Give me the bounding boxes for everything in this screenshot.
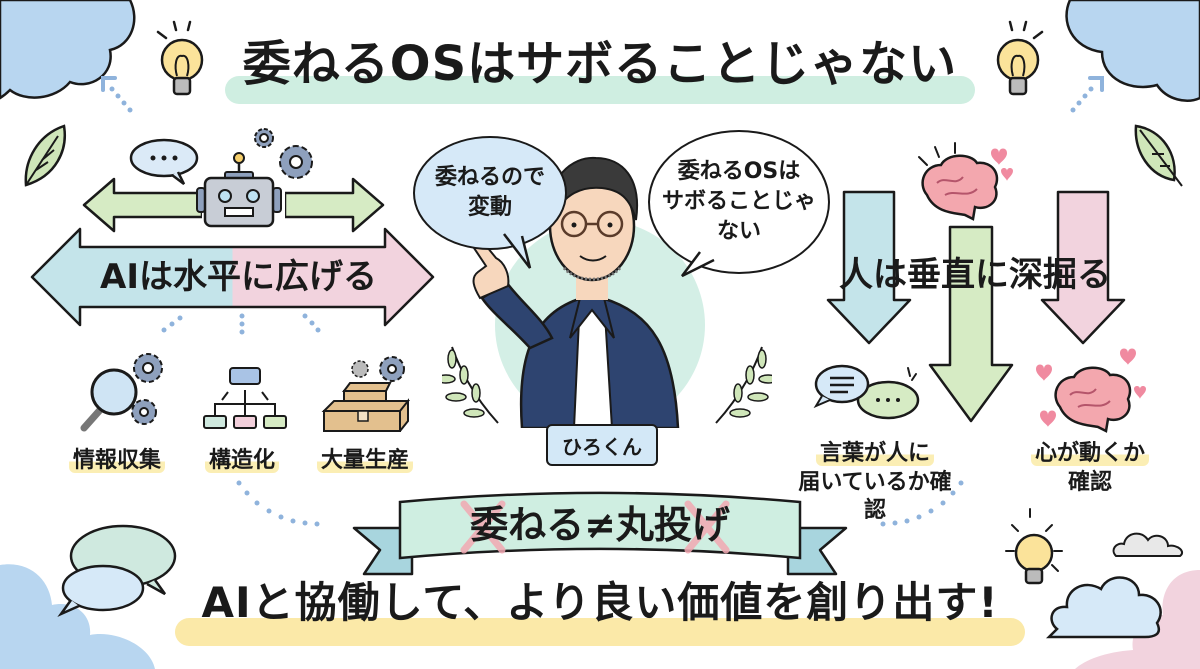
dotted-arrow-top-right-icon — [1070, 76, 1104, 113]
name-tag: ひろくん — [546, 424, 658, 466]
laurel-right-icon — [715, 346, 772, 424]
chat-bubbles-icon — [813, 364, 920, 420]
title-text: 委ねるOSはサボることじゃない — [242, 36, 958, 92]
item-label-info-gathering: 情報収集 — [52, 442, 182, 474]
dotted-arrow-top-left-icon — [101, 76, 133, 113]
dotted-arc-right — [880, 480, 964, 527]
label-line-1: 言葉が人に — [815, 441, 934, 466]
bubble-right-line-1: 委ねるOSは — [677, 159, 801, 185]
dotted-arc-left — [236, 480, 320, 527]
cloud-small-grey-icon — [1112, 532, 1184, 557]
title-highlight — [225, 76, 975, 104]
label-line-2: 届いているか確認 — [798, 469, 952, 524]
banner-text: 委ねる≠丸投げ — [470, 503, 730, 547]
cloud-small-blue-icon — [1045, 576, 1162, 639]
item-label-words-reach: 言葉が人に 届いているか確認 — [790, 440, 960, 526]
magnifier-gears-icon — [80, 353, 163, 432]
vertical-arrow-blue-icon — [826, 190, 912, 345]
cloud-top-left-icon — [0, 0, 136, 100]
small-arrow-right-icon — [285, 177, 385, 233]
page-title: 委ねるOSはサボることじゃない — [220, 36, 980, 104]
vertical-arrow-green-icon — [928, 225, 1014, 423]
lightbulb-right-icon — [996, 20, 1044, 96]
footer-text: AIと協働して、より良い価値を創り出す! — [201, 578, 999, 627]
leaf-left-icon — [24, 124, 66, 187]
speech-bubble-right: 委ねるOSは サボることじゃ ない — [648, 130, 830, 274]
ai-horizontal-heading: AIは水平に広げる — [100, 257, 377, 297]
label-line-1: 心が動くか — [1030, 441, 1149, 466]
vertical-arrow-pink-icon — [1040, 190, 1126, 345]
label-line-2: 確認 — [1067, 469, 1112, 495]
robot-speech-bubble-icon — [129, 138, 199, 185]
bubble-left-line-1: 委ねるので — [434, 165, 545, 191]
item-label-mass-production: 大量生産 — [300, 442, 430, 474]
laurel-left-icon — [442, 346, 499, 424]
item-label-heart-moves: 心が動くか 確認 — [1015, 440, 1165, 497]
lightbulb-bottom-right-icon — [1005, 508, 1063, 585]
item-label-text: 構造化 — [204, 448, 279, 473]
item-label-text: 大量生産 — [316, 448, 413, 473]
brain-hearts-top-icon — [918, 142, 1013, 221]
cloud-top-right-icon — [1065, 0, 1200, 102]
speech-bubble-right-tail — [681, 251, 715, 278]
gears-icon — [254, 128, 313, 179]
person-hirokun-illustration — [460, 156, 680, 428]
bubble-right-line-3: ない — [716, 218, 761, 244]
chat-bubbles-bottom-left-icon — [57, 524, 177, 618]
brain-hearts-icon — [1036, 348, 1146, 433]
horizontal-double-arrow-icon — [30, 227, 435, 327]
dotted-connectors-left — [161, 313, 321, 335]
ribbon-banner — [352, 491, 848, 576]
speech-bubble-left: 委ねるので 変動 — [413, 136, 567, 250]
human-vertical-heading: 人は垂直に深掘る — [839, 255, 1111, 295]
item-label-text: 情報収集 — [68, 448, 165, 473]
lightbulb-left-icon — [156, 20, 204, 96]
small-arrow-left-icon — [82, 177, 202, 233]
cloud-bottom-right-icon — [1075, 570, 1200, 669]
cloud-bottom-left-icon — [0, 564, 155, 669]
leaf-right-icon — [1134, 124, 1183, 187]
robot-icon — [196, 152, 282, 228]
boxes-gears-icon — [321, 356, 411, 432]
footer-highlight — [175, 618, 1025, 646]
item-label-structuring: 構造化 — [182, 442, 302, 474]
speech-bubble-left-tail — [503, 233, 532, 269]
bubble-left-line-2: 変動 — [467, 195, 512, 220]
hierarchy-icon — [203, 367, 287, 429]
bubble-right-line-2: サボることじゃ — [661, 189, 816, 215]
